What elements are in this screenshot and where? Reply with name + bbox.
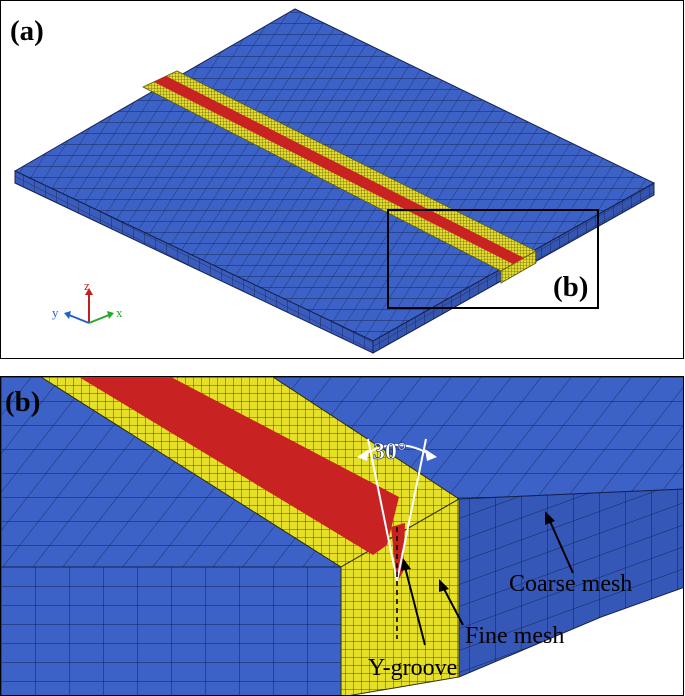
- weld-bead-detail: [79, 377, 399, 555]
- weld-tip: [391, 523, 405, 582]
- fine-mesh-end-face: [340, 498, 460, 695]
- panel-a-full-model: (b) (a) z y x: [0, 0, 684, 359]
- panel-a-label: (a): [10, 15, 44, 47]
- fine-mesh-end-face: [500, 250, 537, 284]
- fine-mesh-label: Fine mesh: [465, 623, 564, 649]
- axis-z-label: z: [84, 278, 90, 293]
- panel-b-label: (b): [5, 386, 40, 418]
- inset-label: (b): [553, 271, 588, 303]
- axis-triad: z y x: [52, 278, 123, 324]
- groove-line-left: [367, 438, 398, 582]
- panel-a-svg: (b) (a) z y x: [10, 8, 656, 354]
- inset-box: [387, 209, 599, 309]
- annotation-arrows: [401, 511, 574, 646]
- axis-y-label: y: [52, 305, 59, 320]
- axis-x-label: x: [116, 305, 123, 320]
- angle-arc: [362, 444, 432, 456]
- panel-b-detail-view: 30° (b) Coarse mesh Fine mesh Y-groove: [0, 376, 684, 696]
- y-groove-label: Y-groove: [368, 655, 457, 681]
- angle-label: 30°: [373, 439, 407, 465]
- coarse-mesh-left-side: [1, 566, 342, 695]
- panel-b-svg: 30° (b) Coarse mesh Fine mesh Y-groove: [1, 377, 683, 695]
- weld-bead: [154, 76, 524, 264]
- groove-line-right: [396, 438, 427, 582]
- coarse-mesh-label: Coarse mesh: [509, 571, 632, 597]
